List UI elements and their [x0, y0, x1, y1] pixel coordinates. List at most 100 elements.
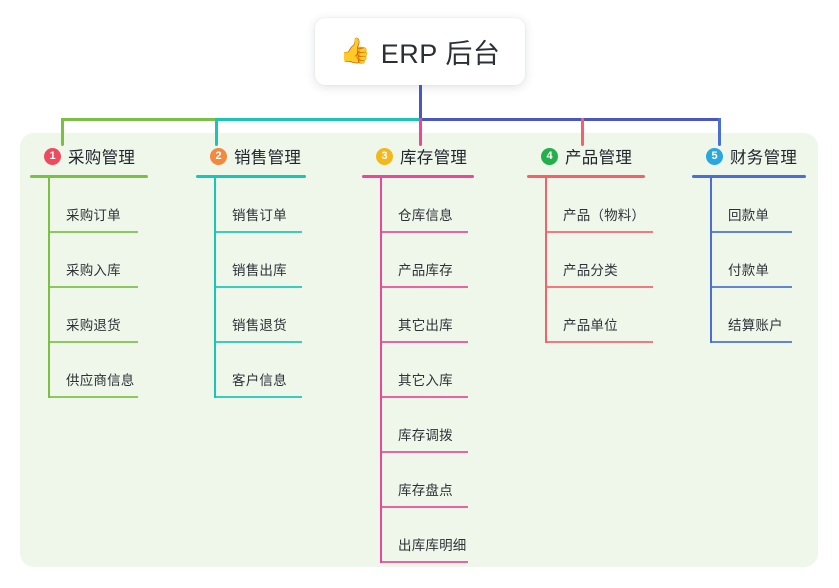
leaf-item-label: 结算账户 [728, 318, 783, 333]
leaf-item-underline [710, 231, 792, 233]
leaf-item[interactable]: 产品分类 [527, 233, 653, 288]
leaf-item-label: 付款单 [728, 263, 770, 278]
leaf-item-label: 仓库信息 [398, 208, 453, 223]
leaf-item-label: 产品（物料） [563, 208, 646, 223]
leaf-item-underline [710, 286, 792, 288]
leaf-item[interactable]: 采购入库 [30, 233, 152, 288]
leaf-item[interactable]: 结算账户 [692, 288, 814, 343]
leaf-item-underline [710, 341, 792, 343]
leaf-item[interactable]: 其它出库 [362, 288, 484, 343]
branch-spine [214, 178, 216, 398]
leaf-item[interactable]: 库存盘点 [362, 453, 484, 508]
branch-underline [362, 175, 474, 178]
leaf-item-label: 库存盘点 [398, 483, 453, 498]
leaf-item[interactable]: 库存调拨 [362, 398, 484, 453]
leaf-item-underline [545, 341, 653, 343]
branch-number-badge: 3 [376, 147, 393, 165]
root-title: ERP 后台 [380, 39, 501, 69]
branch-title: 产品管理 [565, 149, 633, 167]
branch-spine [48, 178, 50, 398]
branch-spine [710, 178, 712, 343]
leaf-item-label: 出库库明细 [398, 538, 467, 553]
leaf-item[interactable]: 产品库存 [362, 233, 484, 288]
leaf-item-underline [214, 396, 302, 398]
leaf-item[interactable]: 客户信息 [196, 343, 318, 398]
branches-panel [20, 133, 818, 567]
branch-item-list: 回款单付款单结算账户 [692, 178, 814, 343]
branch-number-badge: 4 [541, 147, 558, 165]
branch-item-list: 采购订单采购入库采购退货供应商信息 [30, 178, 152, 398]
leaf-item-underline [380, 341, 468, 343]
branch-underline [196, 175, 306, 178]
branch-underline [527, 175, 645, 178]
leaf-item-label: 库存调拨 [398, 428, 453, 443]
bus-segment-3 [419, 118, 720, 121]
leaf-item[interactable]: 销售退货 [196, 288, 318, 343]
leaf-item-label: 产品分类 [563, 263, 618, 278]
branch-column-4: 4 产品管理产品（物料） 产品分类产品单位 [527, 143, 653, 343]
leaf-item-underline [380, 231, 468, 233]
leaf-item-underline [48, 396, 138, 398]
leaf-item-label: 产品库存 [398, 263, 453, 278]
leaf-item-label: 回款单 [728, 208, 770, 223]
leaf-item[interactable]: 采购订单 [30, 178, 152, 233]
leaf-item-underline [380, 396, 468, 398]
branch-item-list: 产品（物料） 产品分类产品单位 [527, 178, 653, 343]
leaf-item-label: 供应商信息 [66, 373, 135, 388]
branch-drop-line-4 [581, 118, 584, 146]
branch-title: 库存管理 [400, 149, 468, 167]
leaf-item-label: 其它入库 [398, 373, 453, 388]
leaf-item[interactable]: 回款单 [692, 178, 814, 233]
leaf-item[interactable]: 销售出库 [196, 233, 318, 288]
leaf-item-label: 采购订单 [66, 208, 121, 223]
bus-segment-1 [61, 118, 217, 121]
branch-underline [30, 175, 148, 178]
leaf-item-underline [380, 451, 468, 453]
branch-spine [380, 178, 382, 563]
branch-header-3[interactable]: 3 库存管理 [362, 143, 484, 169]
branch-header-4[interactable]: 4 产品管理 [527, 143, 649, 169]
branch-number-badge: 2 [210, 147, 227, 165]
branch-item-list: 销售订单销售出库销售退货客户信息 [196, 178, 318, 398]
leaf-item[interactable]: 其它入库 [362, 343, 484, 398]
leaf-item[interactable]: 出库库明细 [362, 508, 484, 563]
leaf-item[interactable]: 付款单 [692, 233, 814, 288]
leaf-item-underline [214, 286, 302, 288]
leaf-item-underline [545, 286, 653, 288]
branch-title: 财务管理 [730, 149, 798, 167]
branch-drop-line-1 [61, 118, 64, 146]
branch-number-badge: 1 [44, 147, 61, 165]
root-node[interactable]: 👍 ERP 后台 [315, 18, 525, 85]
leaf-item-label: 销售退货 [232, 318, 287, 333]
bus-segment-2 [215, 118, 421, 121]
leaf-item[interactable]: 产品（物料） [527, 178, 653, 233]
leaf-item[interactable]: 销售订单 [196, 178, 318, 233]
branch-drop-line-5 [718, 118, 721, 146]
leaf-item-label: 其它出库 [398, 318, 453, 333]
branch-item-list: 仓库信息产品库存其它出库其它入库库存调拨库存盘点出库库明细 [362, 178, 484, 563]
leaf-item-label: 产品单位 [563, 318, 618, 333]
leaf-item-underline [214, 341, 302, 343]
branch-drop-line-3 [419, 118, 422, 146]
leaf-item-underline [545, 231, 653, 233]
leaf-item-label: 销售订单 [232, 208, 287, 223]
leaf-item[interactable]: 供应商信息 [30, 343, 152, 398]
leaf-item-underline [380, 286, 468, 288]
leaf-item-underline [380, 506, 468, 508]
leaf-item-underline [48, 231, 138, 233]
leaf-item-underline [380, 561, 468, 563]
leaf-item-underline [48, 286, 138, 288]
leaf-item-label: 客户信息 [232, 373, 287, 388]
root-stem-line [419, 85, 422, 121]
leaf-item[interactable]: 仓库信息 [362, 178, 484, 233]
leaf-item[interactable]: 采购退货 [30, 288, 152, 343]
leaf-item-underline [48, 341, 138, 343]
leaf-item-label: 采购入库 [66, 263, 121, 278]
leaf-item[interactable]: 产品单位 [527, 288, 653, 343]
